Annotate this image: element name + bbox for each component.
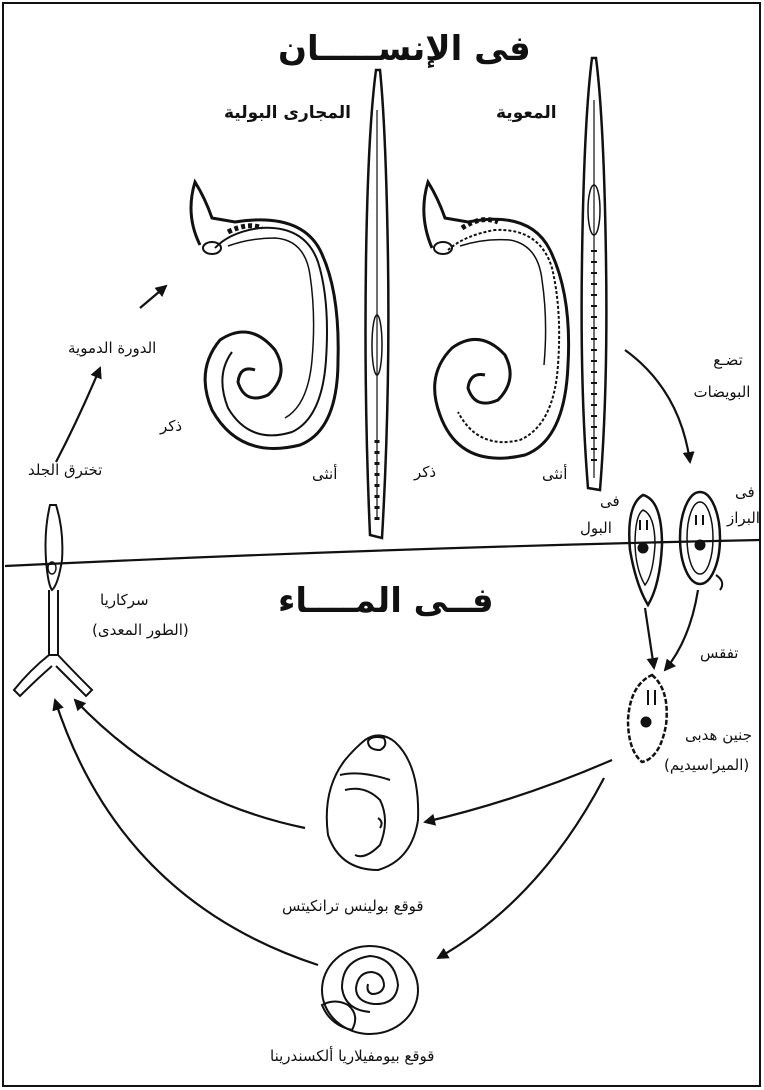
label-miracidium-1: جنين هدبى <box>685 727 752 744</box>
egg-in-urine <box>629 495 662 605</box>
water-surface-line <box>5 540 760 566</box>
miracidium <box>628 675 667 762</box>
label-in-urine-2: البول <box>580 520 612 537</box>
intestinal-female-worm <box>582 58 607 490</box>
title-in-water: فــى المــــاء <box>278 582 494 621</box>
title-in-human: فى الإنســـــان <box>278 30 531 69</box>
label-intestinal-male: ذكر <box>414 464 436 481</box>
label-bulinus: قوقع بولينس ترانكيتس <box>282 898 424 915</box>
label-urinary-female: أنثى <box>312 466 337 483</box>
arrow-bulinus-to-cercaria <box>75 700 305 828</box>
arrow-penetrate-skin <box>56 368 100 462</box>
label-urinary-male: ذكر <box>160 418 182 435</box>
biomphalaria-snail <box>322 946 418 1034</box>
arrow-lay-eggs <box>625 350 690 462</box>
label-blood-circulation: الدورة الدموية <box>68 340 156 357</box>
arrow-blood-circulation <box>140 286 166 308</box>
label-in-feces-1: فى <box>735 484 755 501</box>
label-penetrate-skin: تخترق الجلد <box>28 462 102 479</box>
label-cercaria-1: سركاريا <box>100 592 149 609</box>
cercaria <box>14 505 92 696</box>
urinary-male-worm <box>191 182 338 448</box>
label-in-feces-2: البراز <box>727 510 760 527</box>
label-biomphalaria: قوقع بيومفيلاريا ألكسندرينا <box>270 1048 434 1065</box>
arrow-urine-egg-hatch <box>645 608 654 668</box>
urinary-female-worm <box>366 70 389 538</box>
label-cercaria-2: (الطور المعدى) <box>92 622 189 639</box>
label-lay-eggs-1: تضـع <box>700 352 756 369</box>
arrow-biomphalaria-to-cercaria <box>55 700 318 965</box>
label-lay-eggs-2: البويضات <box>684 384 760 401</box>
label-intestinal: المعوية <box>496 104 557 124</box>
label-urinary: المجارى البولية <box>224 104 351 124</box>
label-intestinal-female: أنثى <box>542 466 567 483</box>
label-hatch: تفقس <box>700 645 738 662</box>
bulinus-snail <box>327 735 418 870</box>
intestinal-male-worm <box>424 182 569 458</box>
label-miracidium-2: (الميراسيديم) <box>664 757 749 774</box>
arrow-feces-egg-hatch <box>665 590 698 670</box>
arrow-to-biomphalaria <box>438 778 604 958</box>
label-in-urine-1: فى <box>600 493 620 510</box>
